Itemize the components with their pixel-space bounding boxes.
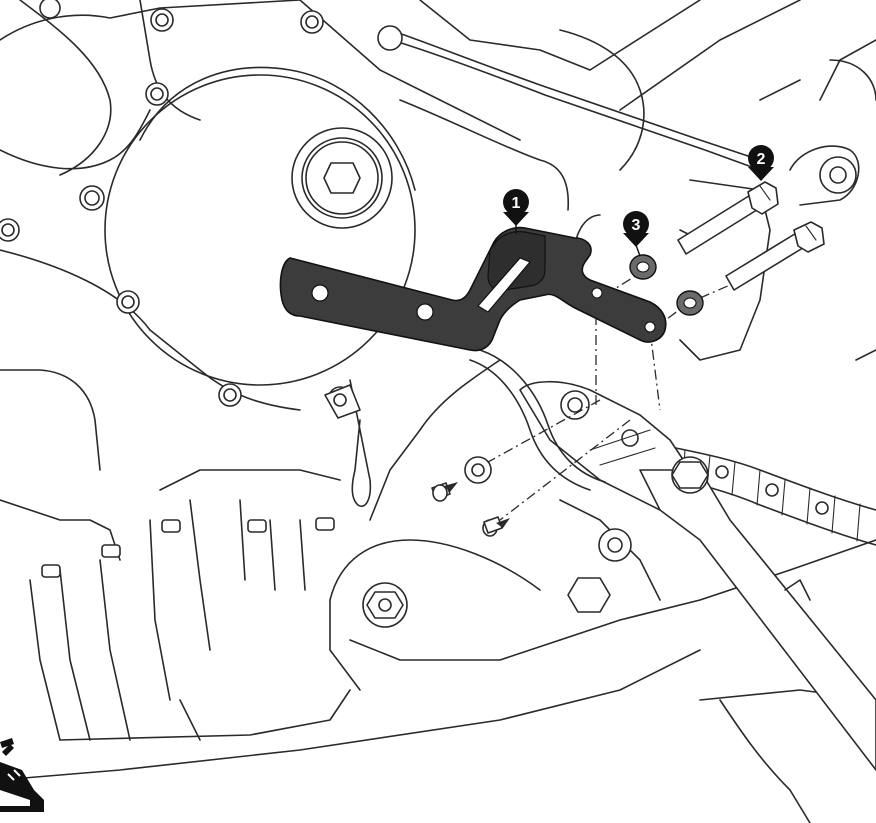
washer-upper xyxy=(629,254,657,280)
svg-text:3: 3 xyxy=(632,217,641,234)
callout-2: 2 xyxy=(748,145,774,181)
tool-icon xyxy=(0,738,44,812)
screw-right xyxy=(482,516,510,537)
svg-text:2: 2 xyxy=(757,151,766,168)
bracket-part xyxy=(279,226,667,352)
svg-text:1: 1 xyxy=(512,195,521,212)
callout-3: 3 xyxy=(623,211,649,257)
washer-lower xyxy=(676,290,704,316)
bolt-lower xyxy=(725,221,825,291)
callout-1: 1 xyxy=(503,189,529,234)
screw-left xyxy=(431,456,492,502)
side-stand xyxy=(469,349,876,771)
bolt-upper xyxy=(677,181,779,255)
